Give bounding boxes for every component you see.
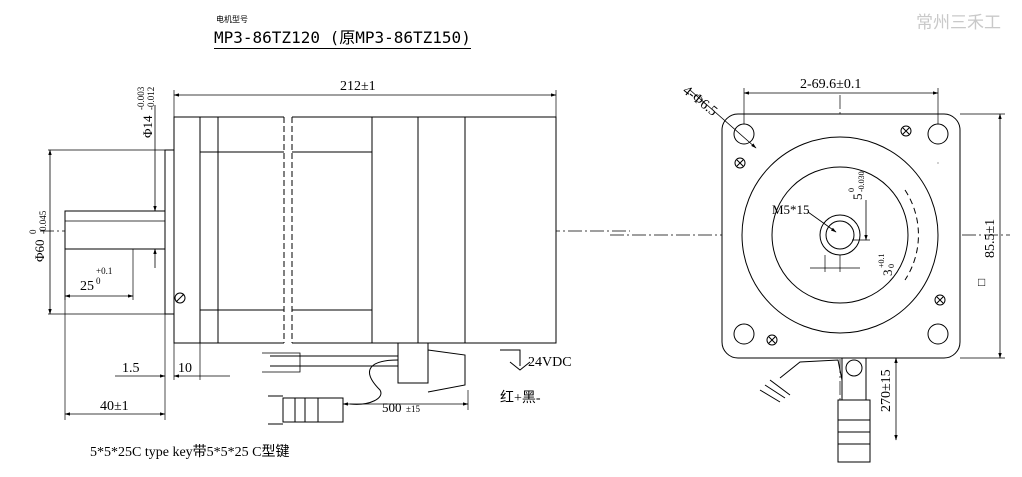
shaft-dia-label: Φ14 <box>140 115 155 138</box>
shaft-dia-upper: -0.003 <box>136 86 146 110</box>
key-depth-label: 3 <box>880 270 895 277</box>
flange-1-5-label: 1.5 <box>122 361 140 376</box>
watermark: 常州三禾工 <box>916 13 1001 33</box>
pilot-dia-upper: 0 <box>28 229 38 234</box>
model-title: MP3-86TZ120 (原MP3-86TZ150) <box>214 24 471 49</box>
key-note: 5*5*25C type key带5*5*25 C型键 <box>90 444 290 460</box>
power-label: 24VDC <box>528 355 572 370</box>
pilot-dia-lower: -0.045 <box>38 210 48 234</box>
front-cable-length-label: 270±15 <box>879 369 894 412</box>
front-cable-gland <box>841 357 867 401</box>
key-depth-upper: +0.1 <box>877 253 886 268</box>
cable-length-label: 500 <box>382 400 402 415</box>
motor-body <box>173 116 557 344</box>
holes-label: 4-Φ6.5 <box>680 83 720 119</box>
length-dim-label: 212±1 <box>340 79 376 94</box>
pilot-dia-label: Φ60 <box>32 239 47 262</box>
key-length-label: 25 <box>80 279 94 294</box>
motor-face-ring <box>771 166 909 304</box>
cable-gland <box>397 342 429 384</box>
front-square <box>721 113 961 359</box>
hole-spacing-label: 2-69.6±0.1 <box>800 77 861 92</box>
flange-10-label: 10 <box>178 361 192 376</box>
cable-length-tol: ±15 <box>406 404 420 414</box>
front-view <box>610 88 1010 463</box>
motor-face-outer <box>741 136 939 334</box>
side-view <box>40 90 630 425</box>
model-label: 电机型号 <box>216 15 248 24</box>
key-length-lower: 0 <box>96 276 101 286</box>
shaft-40-label: 40±1 <box>100 399 129 414</box>
shaft <box>64 210 166 250</box>
front-connector <box>837 399 871 463</box>
screw-icon <box>734 125 946 346</box>
key-width-upper: 0 <box>847 188 856 192</box>
square-symbol: □ <box>978 275 985 289</box>
thread-label: M5*15 <box>772 202 810 217</box>
key-depth-lower: 0 <box>887 264 896 268</box>
wire-colors-label: 红+黑- <box>500 390 541 406</box>
flange <box>164 149 175 315</box>
key-length-upper: +0.1 <box>96 266 112 276</box>
shaft-dia-lower: -0.012 <box>146 87 156 110</box>
connector <box>282 397 344 423</box>
flange-screw-icon <box>174 292 186 304</box>
square-dim-label: 85.5±1 <box>983 219 998 258</box>
key-width-lower: -0.030 <box>857 171 866 192</box>
key-width-label: 5 <box>850 194 865 201</box>
